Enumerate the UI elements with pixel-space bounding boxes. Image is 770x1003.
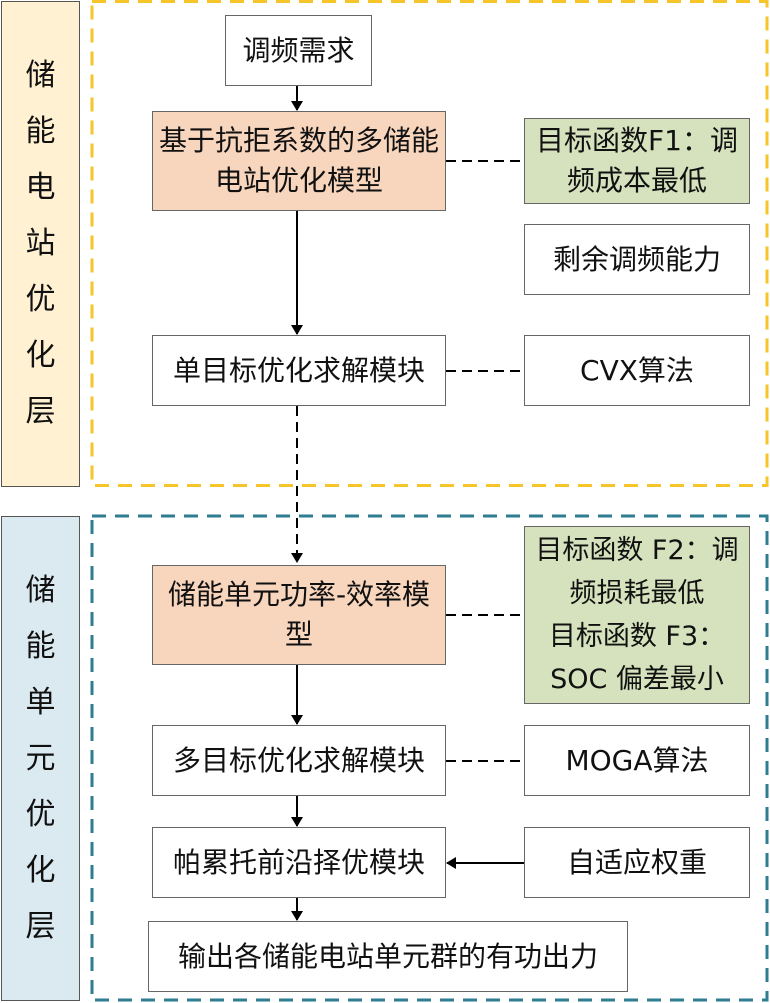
box-text: 自适应权重 (566, 845, 707, 879)
station-optimization-model-box: 基于抗拒系数的多储能电站优化模型 (152, 111, 446, 211)
residual-capacity-box: 剩余调频能力 (524, 224, 750, 295)
station-layer-label: 储 能 电 站 优 化 层 (1, 1, 80, 487)
box-text: 帕累托前沿择优模块 (172, 845, 425, 879)
adaptive-weight-box: 自适应权重 (524, 827, 750, 898)
label-char: 能 (25, 114, 56, 149)
box-text: 储能单元功率-效率模型 (167, 578, 431, 651)
label-char: 储 (25, 58, 56, 93)
box-text: 目标函数 F2：调 (535, 535, 739, 566)
box-text: 多目标优化求解模块 (172, 743, 425, 777)
objective-f1-box: 目标函数F1：调频成本最低 (524, 118, 750, 204)
cvx-algorithm-box: CVX算法 (524, 335, 750, 406)
label-char: 能 (25, 628, 56, 664)
box-text: 单目标优化求解模块 (172, 353, 425, 387)
box-text: SOC 偏差最小 (550, 664, 724, 695)
label-char: 元 (25, 740, 56, 776)
box-text: MOGA算法 (565, 743, 709, 777)
pareto-front-selection-box: 帕累托前沿择优模块 (152, 827, 446, 898)
label-char: 站 (25, 226, 56, 261)
unit-power-efficiency-model-box: 储能单元功率-效率模型 (152, 565, 446, 665)
box-text: 剩余调频能力 (552, 242, 721, 276)
label-char: 电 (25, 170, 56, 205)
box-text: 调频需求 (242, 33, 355, 67)
single-objective-solver-box: 单目标优化求解模块 (152, 335, 446, 406)
box-text: 基于抗拒系数的多储能电站优化模型 (159, 124, 440, 197)
label-char: 优 (25, 282, 56, 317)
box-text: CVX算法 (580, 353, 694, 387)
label-char: 化 (25, 852, 56, 888)
multi-objective-solver-box: 多目标优化求解模块 (152, 725, 446, 796)
output-active-power-box: 输出各储能电站单元群的有功出力 (148, 921, 628, 992)
label-char: 层 (25, 908, 56, 944)
moga-algorithm-box: MOGA算法 (524, 725, 750, 796)
unit-layer-label: 储 能 单 元 优 化 层 (1, 516, 80, 1001)
box-text: 输出各储能电站单元群的有功出力 (177, 939, 598, 973)
label-char: 储 (25, 572, 56, 608)
box-text: 目标函数F1：调频成本最低 (536, 124, 738, 197)
label-char: 优 (25, 796, 56, 832)
label-char: 单 (25, 684, 56, 720)
box-text: 目标函数 F3： (548, 621, 726, 652)
box-text: 频损耗最低 (569, 578, 705, 609)
label-char: 层 (25, 394, 56, 429)
frequency-demand-box: 调频需求 (225, 15, 372, 86)
objective-f2-f3-box: 目标函数 F2：调 频损耗最低 目标函数 F3： SOC 偏差最小 (524, 526, 750, 704)
label-char: 化 (25, 338, 56, 373)
